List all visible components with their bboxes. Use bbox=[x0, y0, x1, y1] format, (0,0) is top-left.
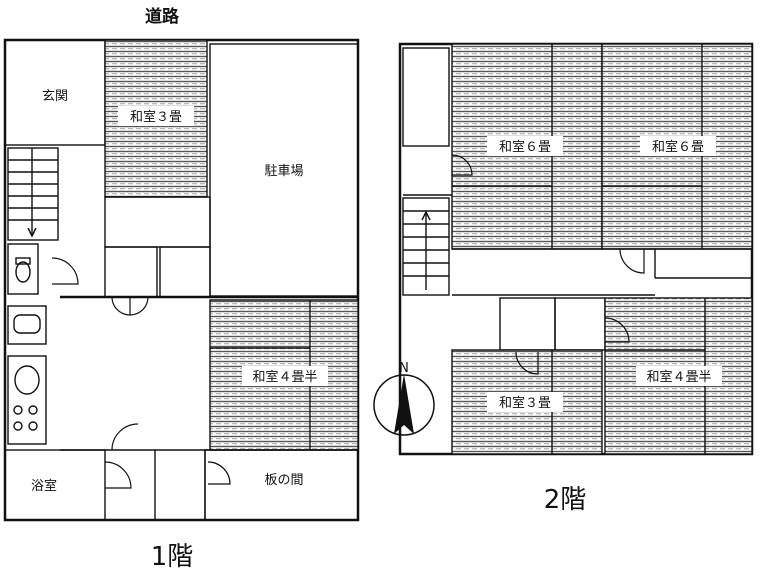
closet-left bbox=[104, 246, 158, 298]
hall-door-floor2 bbox=[619, 248, 645, 274]
bath-door bbox=[104, 461, 132, 489]
room-label-washitsu-45-floor2: 和室４畳半 bbox=[646, 369, 711, 385]
room-washitsu-45-floor2 bbox=[604, 297, 753, 455]
road-label: 道路 bbox=[145, 6, 180, 27]
closet-area bbox=[104, 196, 211, 248]
floor1-label: 1階 bbox=[151, 542, 194, 572]
itanoma-door bbox=[207, 461, 231, 485]
room-itanoma bbox=[204, 449, 359, 521]
room-label-parking: 駐車場 bbox=[264, 164, 303, 179]
floor2-plan: 和室６畳 和室６畳 bbox=[398, 42, 754, 456]
room-bath bbox=[4, 449, 106, 521]
floor1-plan: 玄関 和室３畳 駐車場 bbox=[3, 38, 360, 522]
closet-door-floor2 bbox=[451, 154, 473, 176]
label-bg bbox=[118, 106, 194, 126]
closet-mid-right bbox=[554, 297, 606, 351]
toilet-floor1 bbox=[7, 243, 79, 295]
closet-floor2 bbox=[402, 47, 450, 147]
double-door-left bbox=[111, 296, 131, 316]
washitsu3-door-floor2 bbox=[515, 351, 539, 375]
room-label-washitsu-45: 和室４畳半 bbox=[252, 369, 317, 385]
room-label-bath: 浴室 bbox=[31, 478, 57, 494]
double-door-right bbox=[129, 296, 149, 316]
room-label-washitsu-6-left: 和室６畳 bbox=[499, 139, 551, 155]
kitchen-counter bbox=[7, 305, 47, 445]
north-arrow-icon bbox=[394, 374, 414, 434]
closet-mid-left bbox=[499, 297, 556, 351]
compass-north-label: N bbox=[399, 361, 409, 376]
stairs-floor1 bbox=[7, 147, 59, 241]
stairs-floor2 bbox=[402, 197, 450, 296]
floor2-label: 2階 bbox=[544, 485, 587, 515]
label-bg bbox=[640, 136, 716, 156]
label-bg bbox=[487, 392, 563, 412]
room-label-washitsu-6-right: 和室６畳 bbox=[652, 139, 704, 155]
label-bg bbox=[636, 366, 722, 386]
room-label-washitsu-3: 和室３畳 bbox=[130, 109, 182, 125]
room-label-washitsu-3-floor2: 和室３畳 bbox=[499, 395, 551, 411]
compass: N bbox=[373, 361, 435, 436]
room-label-genkan: 玄関 bbox=[42, 89, 68, 104]
label-bg bbox=[487, 136, 563, 156]
label-bg bbox=[242, 366, 328, 386]
room-label-itanoma: 板の間 bbox=[264, 473, 303, 488]
hall-door bbox=[111, 423, 139, 451]
closet-right bbox=[159, 246, 211, 298]
washitsu45-door-floor2 bbox=[604, 317, 630, 343]
